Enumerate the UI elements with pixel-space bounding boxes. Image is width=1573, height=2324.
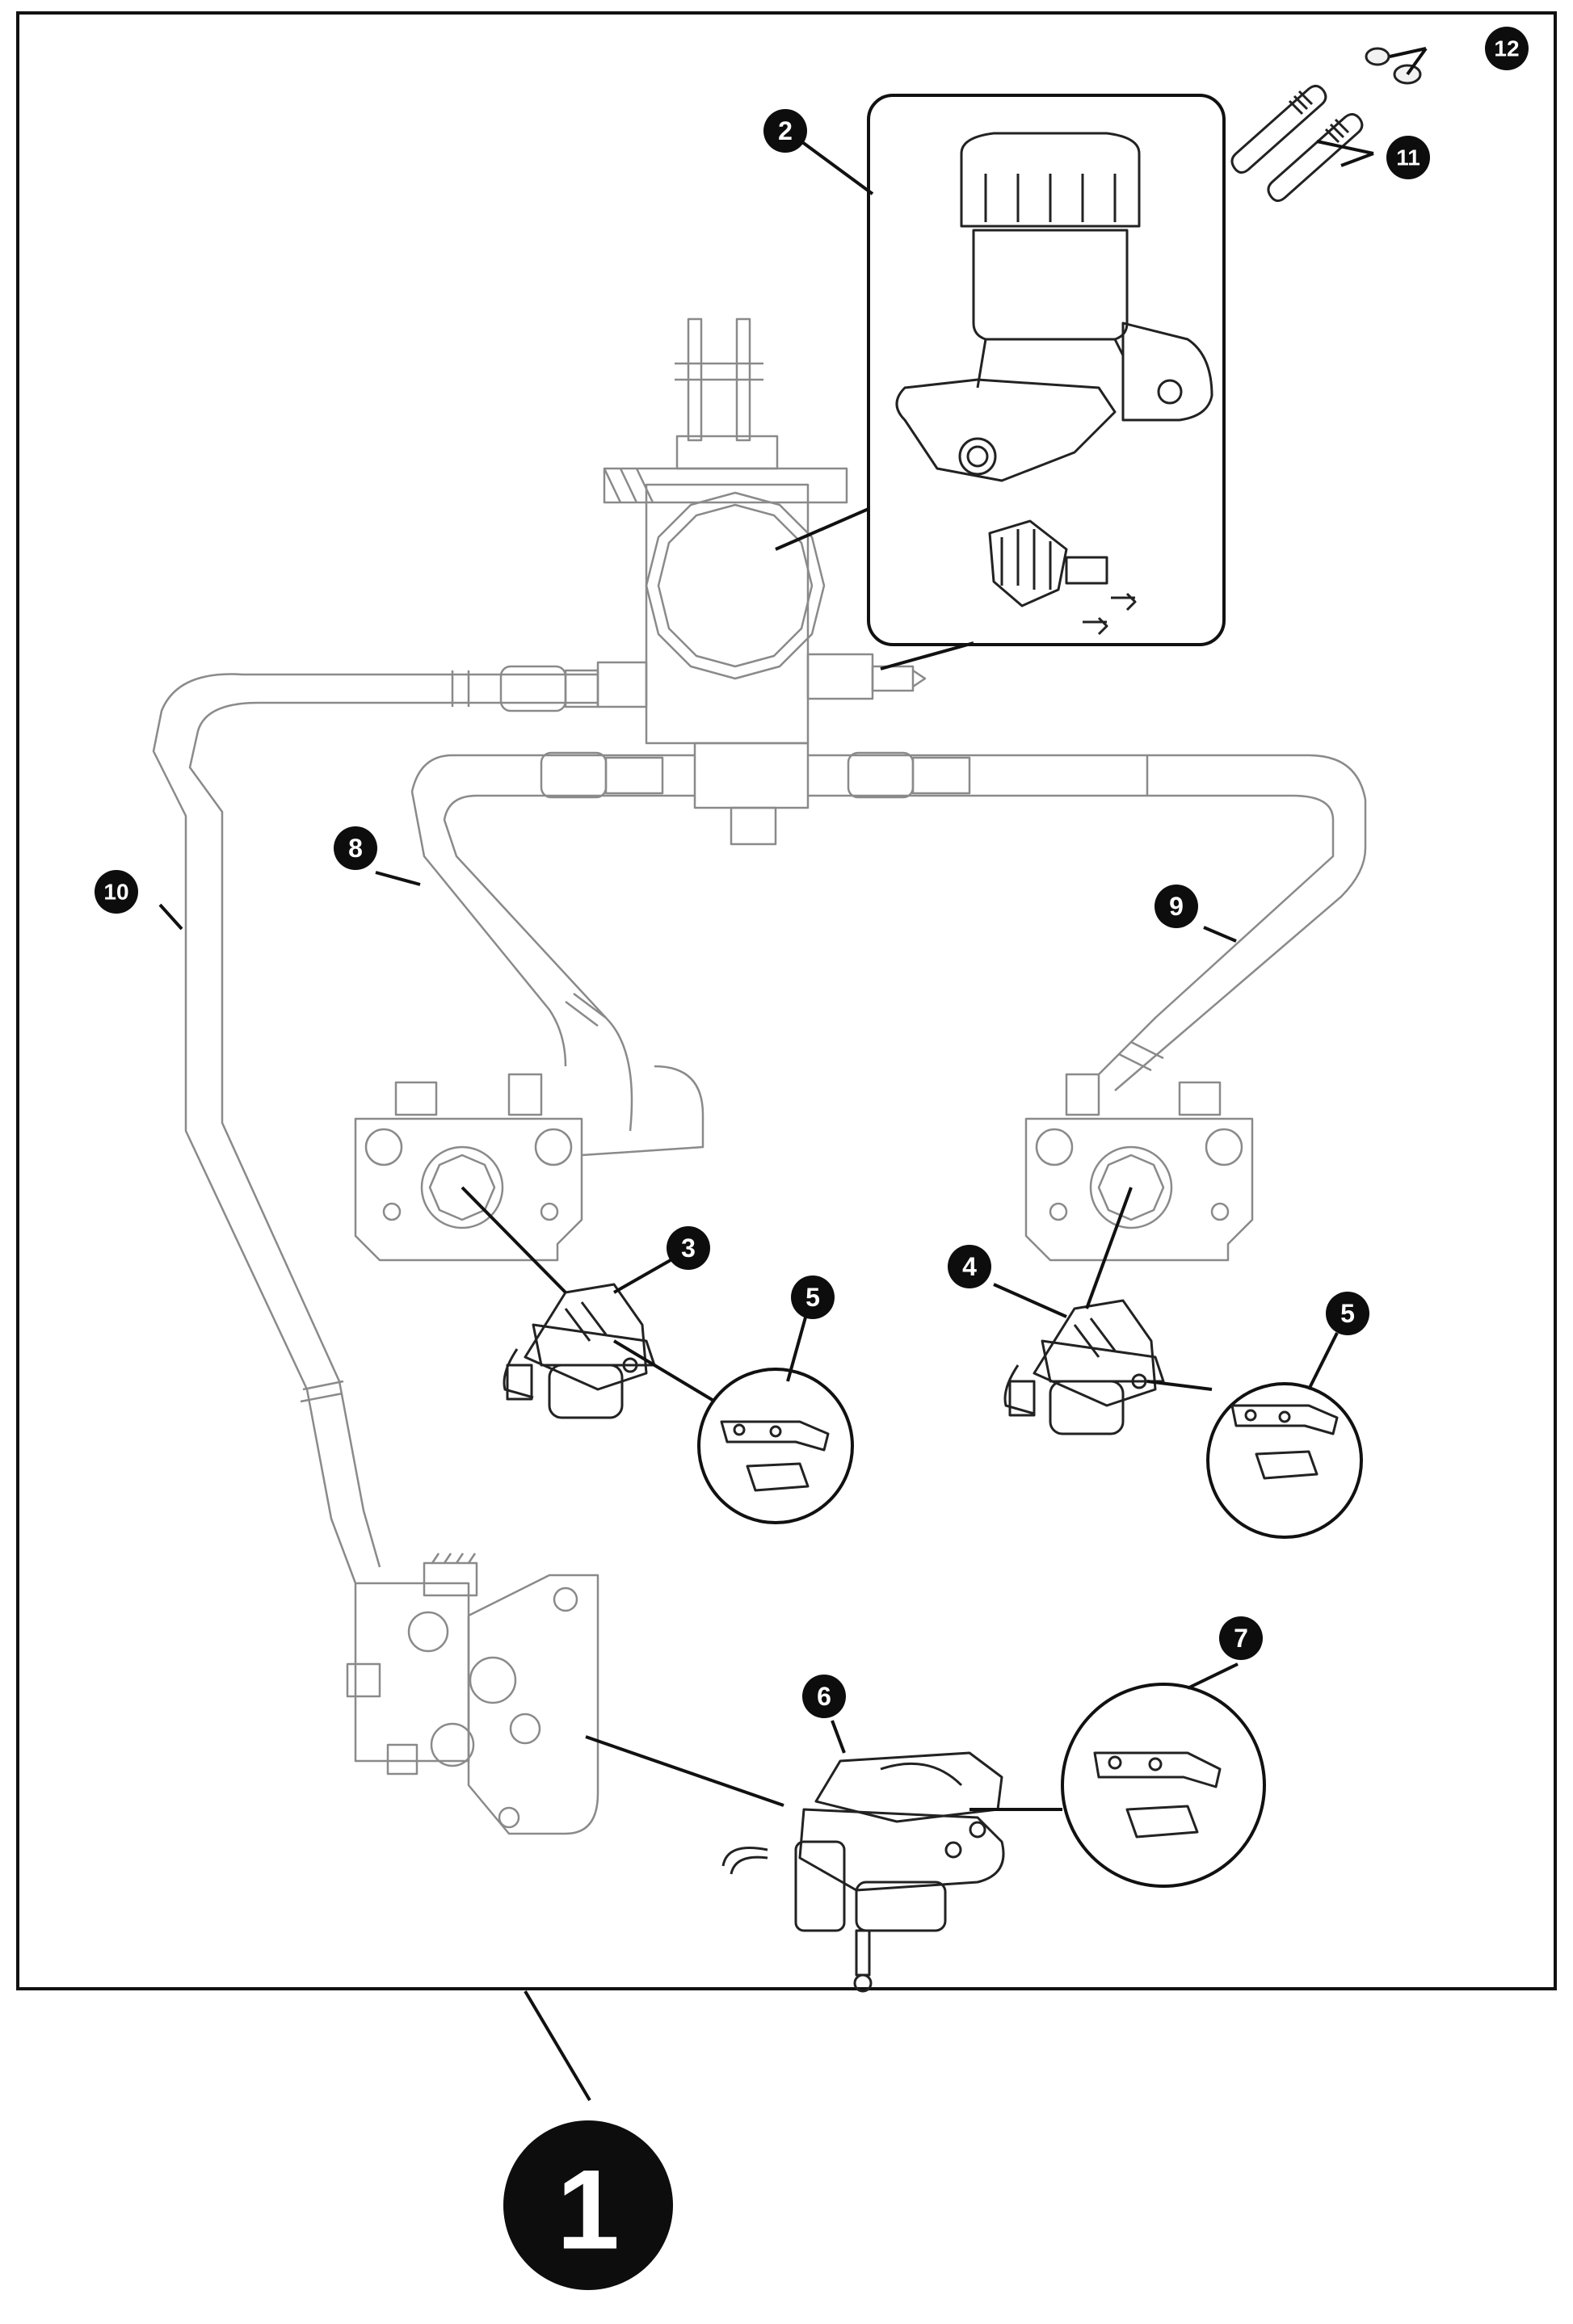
callout-6: 6 (802, 1675, 846, 1718)
callout-3: 3 (667, 1226, 710, 1270)
callout-11: 11 (1386, 136, 1430, 179)
brake-light-switch (988, 519, 1137, 636)
callout-12: 12 (1485, 27, 1529, 70)
svg-text:4: 4 (962, 1252, 977, 1281)
brake-hose-8 (410, 751, 704, 1157)
svg-text:9: 9 (1169, 892, 1184, 921)
svg-text:11: 11 (1396, 145, 1420, 170)
callout-2: 2 (763, 109, 807, 153)
diagram-frame (16, 11, 1557, 1990)
callout-9: 9 (1155, 885, 1198, 928)
callout-10: 10 (95, 870, 138, 914)
reservoir-inset (867, 94, 1226, 646)
svg-text:12: 12 (1494, 36, 1519, 61)
svg-text:3: 3 (681, 1233, 696, 1263)
svg-text:8: 8 (348, 834, 363, 863)
brake-hose-10 (152, 665, 599, 1584)
svg-text:2: 2 (778, 116, 793, 145)
callout-5-right: 5 (1326, 1292, 1369, 1335)
brake-hose-9 (693, 742, 1367, 1091)
callout-5-left: 5 (791, 1275, 835, 1319)
callout-7: 7 (1219, 1616, 1263, 1660)
right-caliper-faded (1024, 1073, 1254, 1262)
rear-caliper-faded (346, 1553, 599, 1835)
pad-detail-5-left (697, 1368, 854, 1524)
svg-text:1: 1 (557, 2146, 620, 2273)
svg-text:10: 10 (103, 880, 128, 905)
left-caliper-faded (354, 1073, 583, 1262)
svg-text:5: 5 (1340, 1299, 1355, 1328)
svg-text:7: 7 (1234, 1624, 1248, 1653)
callout-4: 4 (948, 1245, 991, 1288)
pad-detail-7 (1061, 1683, 1266, 1888)
caliper-4 (1003, 1299, 1165, 1435)
callout-8: 8 (334, 826, 377, 870)
callout-1-main: 1 (503, 2120, 673, 2290)
svg-text:5: 5 (805, 1283, 820, 1312)
svg-text:6: 6 (817, 1682, 831, 1711)
leader-lines (158, 47, 1428, 2102)
caliper-6 (721, 1751, 1005, 1993)
pins-and-clips (1230, 47, 1422, 202)
pad-detail-5-right (1206, 1382, 1363, 1539)
